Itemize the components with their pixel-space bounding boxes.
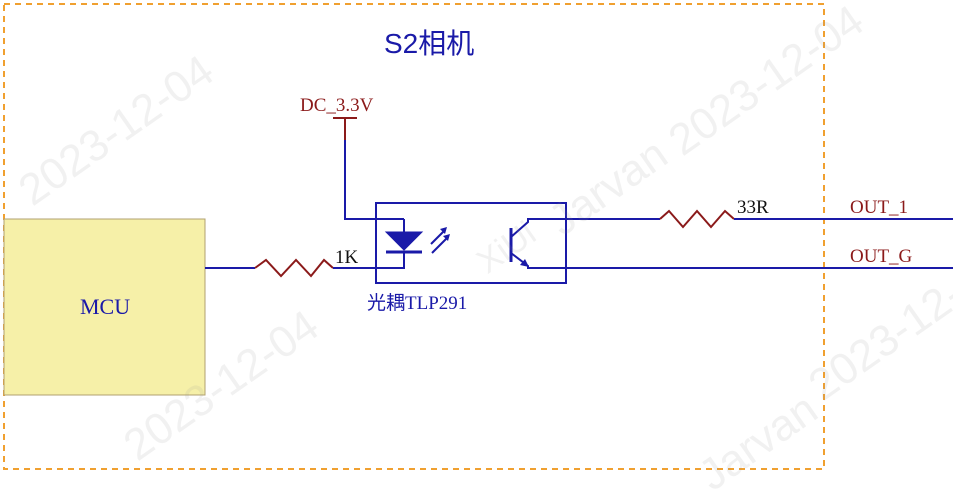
mcu-block [3, 218, 206, 396]
diagram-title: S2相机 [384, 28, 475, 59]
optocoupler-box [375, 202, 567, 284]
resistor-1k-label: 1K [335, 247, 359, 268]
light-arrowhead-1 [440, 227, 447, 234]
led-icon [384, 231, 424, 251]
optocoupler-label: 光耦TLP291 [367, 293, 468, 314]
power-label: DC_3.3V [300, 95, 374, 116]
wire-power-to-opto [344, 140, 376, 220]
resistor-33r-label: 33R [737, 197, 769, 218]
output-label-out1: OUT_1 [850, 197, 909, 218]
schematic-canvas [3, 3, 953, 470]
resistor-1k-symbol [254, 258, 334, 278]
led-cathode-lead [376, 252, 405, 269]
light-arrowhead-2 [443, 234, 450, 241]
transistor-emitter-arrow [520, 259, 529, 267]
transistor-collector [510, 218, 566, 238]
transistor-emitter [510, 252, 566, 269]
light-arrow-1 [430, 229, 446, 245]
mcu-label: MCU [80, 294, 131, 319]
light-arrow-2 [431, 236, 449, 254]
resistor-33r-symbol [659, 209, 735, 229]
output-label-outg: OUT_G [850, 246, 913, 267]
